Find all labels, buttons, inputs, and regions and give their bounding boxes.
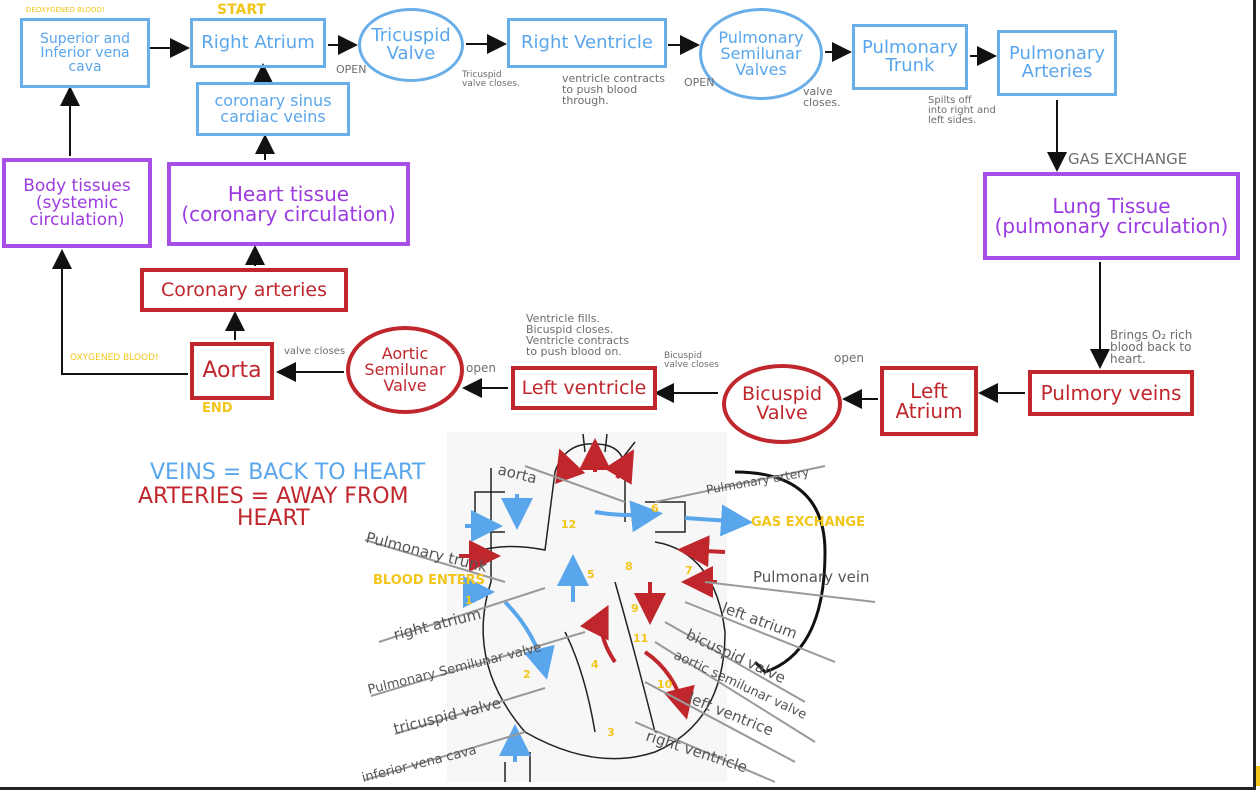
node-pulmonary-semilunar-valves: Pulmonary Semilunar Valves [699, 8, 823, 100]
note-end: END [202, 401, 233, 416]
node-lung-tissue: Lung Tissue (pulmonary circulation) [983, 172, 1240, 260]
step-11: 11 [633, 632, 648, 645]
node-pulmonary-arteries: Pulmonary Arteries [997, 30, 1117, 96]
note-open-4: open [466, 361, 496, 375]
note-oxygenated: OXYGENED BLOOD! [70, 353, 159, 363]
step-5: 5 [587, 568, 595, 581]
step-6: 6 [651, 502, 659, 515]
node-right-atrium: Right Atrium [190, 18, 326, 68]
note-open-1: OPEN [336, 63, 367, 76]
node-left-ventricle: Left ventricle [511, 366, 657, 410]
heart-label-lines [364, 465, 876, 783]
heart-label-gas-exchange: GAS EXCHANGE [751, 515, 865, 530]
node-coronary-arteries: Coronary arteries [140, 268, 348, 312]
step-4: 4 [591, 658, 599, 671]
note-open-3: open [834, 351, 864, 365]
node-left-atrium: Left Atrium [880, 366, 978, 436]
step-8: 8 [625, 560, 633, 573]
step-7: 7 [685, 564, 693, 577]
node-coronary-sinus: coronary sinus cardiac veins [196, 82, 350, 136]
step-1: 1 [465, 594, 473, 607]
node-pulmonary-veins: Pulmory veins [1028, 370, 1194, 416]
node-body-tissues: Body tissues (systemic circulation) [2, 158, 152, 248]
note-gas-exchange: GAS EXCHANGE [1068, 150, 1188, 168]
step-9: 9 [631, 602, 639, 615]
heart-label-blood-enters: BLOOD ENTERS [373, 573, 485, 588]
note-ventricle-contracts: ventricle contracts to push blood throug… [562, 72, 665, 107]
heart-label-pulmonary-vein: Pulmonary vein [753, 568, 870, 586]
note-valve-closes: valve closes. [803, 85, 841, 109]
legend-arteries: ARTERIES = AWAY FROM HEART [138, 484, 409, 531]
note-tricuspid-closes: Tricuspid valve closes. [462, 70, 520, 89]
note-deoxygenated: DEOXYGENED BLOOD! [26, 6, 105, 14]
note-splits: Spilts off into right and left sides. [928, 95, 996, 126]
node-aortic-semilunar-valve: Aortic Semilunar Valve [346, 326, 464, 414]
node-vena-cava: Superior and Inferior vena cava [20, 18, 150, 88]
node-pulmonary-trunk: Pulmonary Trunk [852, 24, 968, 90]
note-brings-o2: Brings O₂ rich blood back to heart. [1110, 328, 1193, 366]
note-ventricle-fills: Ventricle fills. Bicuspid closes. Ventri… [526, 312, 630, 358]
step-3: 3 [607, 726, 615, 739]
node-aorta: Aorta [190, 342, 274, 400]
legend-veins: VEINS = BACK TO HEART [150, 460, 426, 485]
step-12: 12 [561, 518, 576, 531]
note-open-2: OPEN [684, 76, 715, 89]
corner-highlight [1256, 766, 1260, 786]
step-2: 2 [523, 668, 531, 681]
note-valve-closes-2: valve closes [284, 346, 346, 357]
note-start: START [217, 2, 267, 18]
node-heart-tissue: Heart tissue (coronary circulation) [167, 162, 410, 246]
node-right-ventricle: Right Ventricle [507, 18, 667, 68]
heart-diagram: aorta Pulmonary trunk BLOOD ENTERS right… [360, 432, 876, 786]
node-bicuspid-valve: Bicuspid Valve [722, 364, 842, 444]
node-tricuspid-valve: Tricuspid Valve [358, 8, 464, 82]
step-10: 10 [657, 678, 673, 691]
note-bicuspid-closes: Bicuspid valve closes [664, 351, 719, 370]
